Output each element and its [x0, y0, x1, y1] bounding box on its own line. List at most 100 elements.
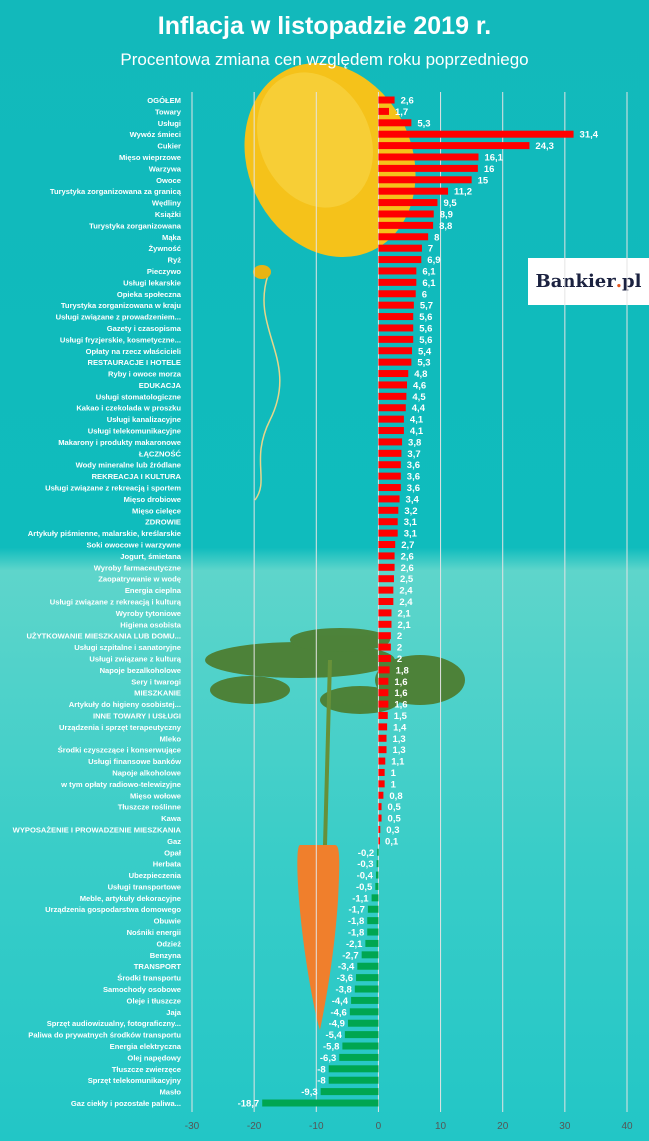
- bar: [320, 1088, 379, 1096]
- bar: [378, 256, 422, 264]
- value-label: 3,7: [407, 449, 420, 460]
- value-label: -5,4: [325, 1030, 342, 1041]
- bar: [378, 221, 434, 229]
- value-label: 5,6: [419, 312, 432, 323]
- category-label: Masło: [159, 1088, 181, 1097]
- value-label: 8,8: [439, 221, 452, 232]
- value-label: 8: [434, 232, 439, 243]
- category-label: Artykuły do higieny osobistej...: [69, 700, 181, 709]
- value-label: 6: [422, 289, 427, 300]
- value-label: 5,6: [419, 335, 432, 346]
- value-label: 5,3: [417, 358, 430, 369]
- category-label: Sprzęt telekomunikacyjny: [88, 1076, 182, 1085]
- value-label: -5,8: [323, 1042, 339, 1053]
- value-label: 3,6: [407, 483, 420, 494]
- value-label: 1: [391, 768, 397, 779]
- value-label: 3,1: [404, 517, 418, 528]
- value-label: -6,3: [320, 1053, 336, 1064]
- bar: [378, 233, 429, 241]
- value-label: -3,4: [338, 962, 355, 973]
- x-tick-label: 0: [376, 1121, 382, 1132]
- bar: [349, 1008, 379, 1016]
- category-label: Benzyna: [150, 951, 182, 960]
- category-label: Usługi związane z rekreacją i sportem: [45, 484, 181, 493]
- value-label: 4,8: [414, 369, 427, 380]
- value-label: 4,6: [413, 380, 426, 391]
- value-label: 7: [428, 244, 433, 255]
- category-label: Ryby i owoce morza: [108, 370, 182, 379]
- x-tick-label: -30: [185, 1121, 200, 1132]
- category-label: Wyroby farmaceutyczne: [94, 563, 181, 572]
- value-label: 5,4: [418, 346, 432, 357]
- value-label: 1,3: [393, 745, 406, 756]
- value-label: 15: [478, 175, 489, 186]
- bar: [378, 301, 414, 309]
- value-label: 1,7: [395, 107, 408, 118]
- category-label: Napoje bezalkoholowe: [100, 666, 181, 675]
- bar: [378, 825, 381, 833]
- bar: [378, 586, 394, 594]
- value-label: 2,1: [397, 620, 411, 631]
- value-label: 1,6: [394, 700, 407, 711]
- logo-dot: .: [615, 271, 623, 292]
- category-label: Turystyka zorganizowana: [89, 221, 182, 230]
- bar: [378, 347, 412, 355]
- value-label: -18,7: [238, 1099, 260, 1110]
- category-label: Usługi: [158, 119, 181, 128]
- value-label: 24,3: [535, 141, 554, 152]
- bar: [378, 654, 391, 662]
- category-label: Opłaty na rzecz właścicieli: [86, 347, 181, 356]
- bar: [378, 541, 396, 549]
- bar: [378, 689, 389, 697]
- bar: [378, 404, 406, 412]
- bar: [378, 472, 401, 480]
- value-label: 16: [484, 164, 495, 175]
- category-label: Usługi lekarskie: [123, 278, 181, 287]
- category-label: Opieka społeczna: [117, 290, 182, 299]
- bar: [378, 119, 412, 127]
- category-label: Urządzenia i sprzęt terapeutyczny: [59, 723, 182, 732]
- category-label: Mięso cielęce: [132, 506, 181, 515]
- bar: [378, 757, 386, 765]
- value-label: 0,1: [385, 836, 399, 847]
- category-label: RESTAURACJE I HOTELE: [87, 358, 181, 367]
- value-label: 6,9: [427, 255, 440, 266]
- category-label: Pieczywo: [147, 267, 182, 276]
- bar: [378, 427, 404, 435]
- category-label: Usługi związane z prowadzeniem...: [56, 313, 181, 322]
- bar: [378, 575, 394, 583]
- category-label: Mleko: [159, 734, 181, 743]
- category-label: Mąka: [162, 233, 182, 242]
- bar: [378, 335, 414, 343]
- value-label: 4,4: [412, 403, 426, 414]
- logo-text: Bankier: [535, 271, 616, 292]
- value-label: -4,6: [330, 1007, 346, 1018]
- bar: [339, 1053, 379, 1061]
- bar: [328, 1065, 379, 1073]
- bar: [378, 370, 409, 378]
- bar: [378, 244, 422, 252]
- bar: [378, 96, 395, 104]
- category-label: Urządzenia gospodarstwa domowego: [45, 905, 181, 914]
- lemon-balloon-illustration: [244, 62, 416, 501]
- value-label: 1,6: [394, 677, 407, 688]
- value-label: 16,1: [484, 152, 503, 163]
- bar: [378, 814, 382, 822]
- value-label: 5,7: [420, 301, 433, 312]
- category-label: ŁĄCZNOŚĆ: [139, 449, 182, 458]
- category-label: Energia elektryczna: [110, 1042, 182, 1051]
- category-label: Towary: [155, 107, 182, 116]
- x-tick-label: 10: [435, 1121, 447, 1132]
- category-label: Samochody osobowe: [103, 985, 181, 994]
- bar: [378, 563, 395, 571]
- value-label: 0,3: [386, 825, 399, 836]
- chart-title: Inflacja w listopadzie 2019 r.: [157, 12, 492, 40]
- value-label: -1,8: [348, 928, 364, 939]
- value-label: 3,4: [406, 494, 420, 505]
- category-label: Meble, artykuły dekoracyjne: [80, 894, 181, 903]
- value-label: 2,4: [399, 597, 413, 608]
- bar: [378, 313, 414, 321]
- value-label: 4,1: [410, 426, 424, 437]
- bar: [378, 461, 401, 469]
